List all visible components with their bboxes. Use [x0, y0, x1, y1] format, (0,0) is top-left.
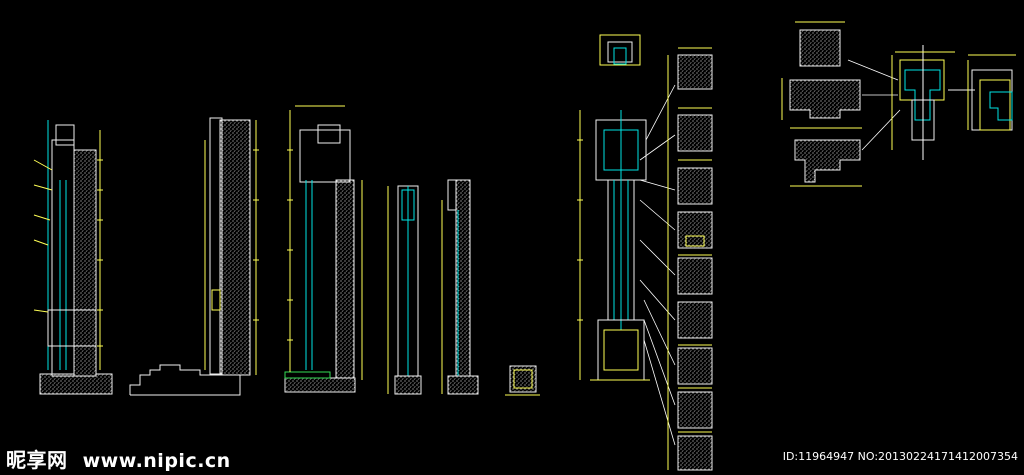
section-detail-stack [677, 47, 713, 471]
footing-detail [505, 365, 540, 396]
site-watermark: 昵享网 www.nipic.cn [6, 444, 231, 473]
site-url: www.nipic.cn [82, 450, 231, 472]
column-section-4 [387, 185, 422, 395]
main-column-elevation [577, 34, 676, 470]
column-section-3 [284, 105, 363, 393]
column-section-5 [441, 179, 479, 395]
wall-section-2 [129, 117, 259, 396]
site-name-cn: 昵享网 [6, 448, 68, 472]
image-id-watermark: ID:11964947 NO:20130224171412007354 [782, 450, 1018, 463]
column-section-1 [33, 120, 113, 395]
capital-details [781, 21, 1016, 187]
